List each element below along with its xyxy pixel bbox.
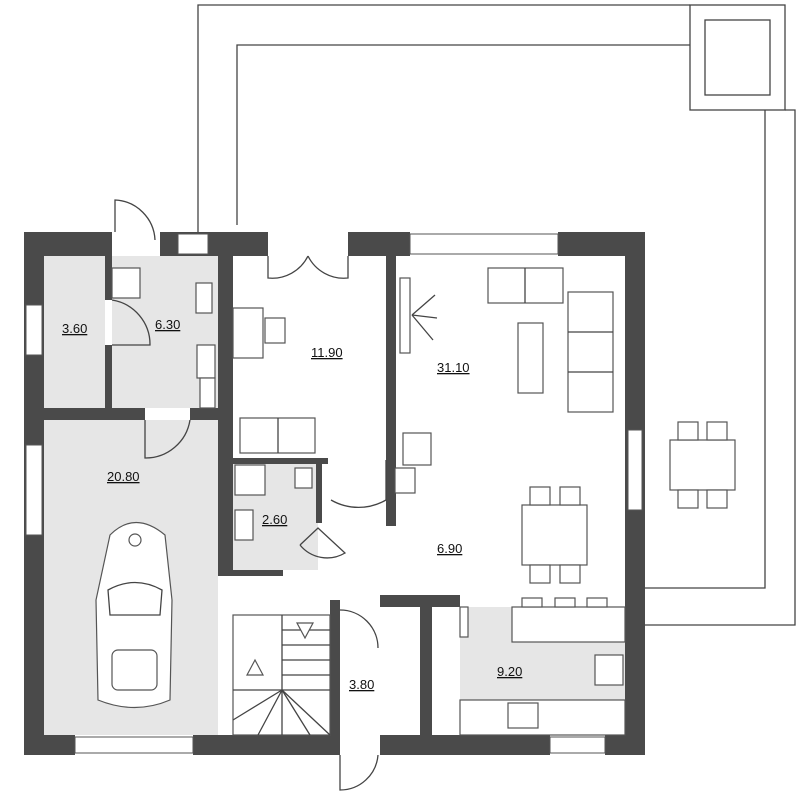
room-area-office: 11.90 xyxy=(311,345,343,360)
room-area-kitchen: 9.20 xyxy=(497,664,522,679)
car-icon xyxy=(95,522,173,709)
room-area-utility: 3.60 xyxy=(62,321,87,336)
room-area-bathroom: 2.60 xyxy=(262,512,287,527)
windows xyxy=(25,233,643,754)
room-labels: 3.60 6.30 11.90 31.10 20.80 2.60 6.90 9.… xyxy=(62,317,522,692)
room-area-living: 31.10 xyxy=(437,360,470,375)
terrace-outline xyxy=(197,4,796,626)
doors xyxy=(111,199,387,791)
room-area-garage: 20.80 xyxy=(107,469,140,484)
furniture xyxy=(111,267,736,736)
room-area-vestibule: 3.80 xyxy=(349,677,374,692)
room-area-entry-hall: 6.30 xyxy=(155,317,180,332)
staircase xyxy=(232,614,331,736)
room-area-hall: 6.90 xyxy=(437,541,462,556)
